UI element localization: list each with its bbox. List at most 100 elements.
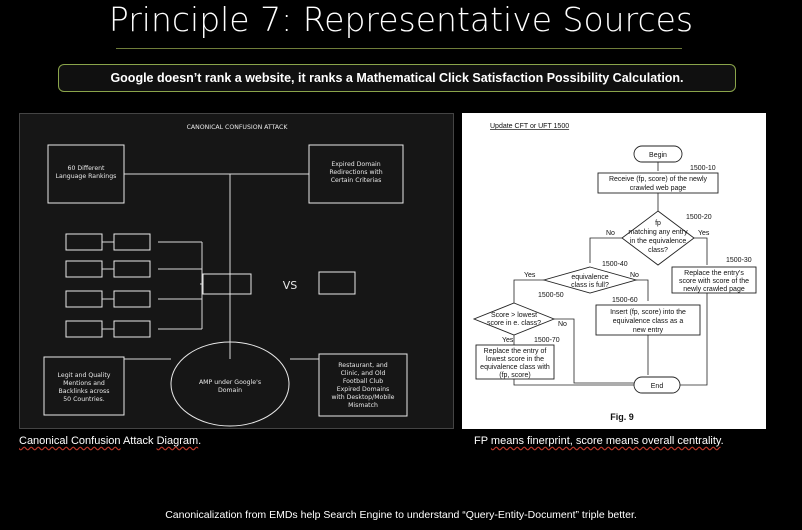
box-text: 50 Countries. (63, 396, 105, 403)
small-box (113, 260, 151, 278)
step-label: 1500-50 (538, 292, 564, 299)
footer-note: Canonicalization from EMDs help Search E… (165, 509, 637, 521)
step-label: 1500-30 (726, 257, 752, 264)
decision-text: matching any entry (628, 229, 688, 236)
box-text: Receive (fp, score) of the newly (609, 176, 708, 183)
replace-lowest-box (475, 344, 555, 380)
box-text: equivalence class with (480, 364, 550, 371)
small-box (113, 290, 151, 308)
begin-label: Begin (649, 152, 667, 159)
caption-part: Diagram (156, 435, 199, 447)
end-label: End (651, 383, 664, 390)
small-box (65, 260, 103, 278)
diagram-canvas: CANONICAL CONFUSION ATTACK 60 Different … (43, 124, 408, 427)
flow-line (513, 379, 634, 386)
circle-text: Domain (218, 387, 242, 394)
box-text: Clinic, and Old (341, 370, 386, 377)
box-text: score with score of the (679, 278, 749, 285)
small-box (65, 233, 103, 251)
decision-text: fp (655, 220, 661, 227)
insert-box (595, 304, 701, 336)
expired-domains-box (318, 353, 408, 417)
box-text: Expired Domains (337, 386, 390, 393)
decision-text: in the equivalence (630, 238, 687, 245)
box-text: crawled web page (630, 185, 687, 192)
receive-box (597, 172, 719, 194)
flow-line (554, 318, 634, 384)
box-text: Legit and Quality (58, 372, 111, 379)
right-small-box (318, 271, 356, 295)
box-text: Backlinks across (59, 388, 110, 395)
step-label: 1500-60 (612, 297, 638, 304)
caption-part: . (720, 435, 724, 447)
decision-text: Score > lowest (491, 312, 537, 319)
flowchart-header: Update CFT or UFT 1500 (490, 123, 569, 130)
flow-line (589, 237, 622, 263)
caption-part: Attack (120, 435, 157, 447)
box-text: Mismatch (348, 402, 378, 409)
box-text: with Desktop/Mobile (332, 394, 395, 401)
caption-part: Canonical Confusion (19, 435, 121, 447)
decision-text: equivalence (571, 274, 608, 281)
step-label: 1500-40 (602, 261, 628, 268)
flow-line (636, 279, 649, 301)
box-text: Expired Domain (331, 161, 380, 168)
small-box (65, 290, 103, 308)
expired-domain-box (308, 144, 404, 204)
title-divider (116, 48, 682, 49)
step-label: 1500-70 (534, 337, 560, 344)
box-text: Mentions and (63, 380, 105, 387)
backlinks-box (43, 356, 125, 416)
box-text: Football Club (343, 378, 383, 385)
vs-label: VS (283, 279, 298, 292)
flowchart-figure: Update CFT or UFT 1500 Begin 1500-10 Rec… (462, 113, 766, 429)
decision-text: score in e. class? (487, 320, 541, 327)
box-text: (fp, score) (499, 372, 531, 379)
begin-terminal (633, 145, 683, 163)
slide-title: Principle 7: Representative Sources (108, 0, 694, 39)
language-rankings-box (47, 144, 125, 204)
amp-circle (170, 341, 290, 427)
box-text: equivalence class as a (613, 318, 684, 325)
figure-label: Fig. 9 (610, 412, 634, 422)
flow-line (680, 293, 708, 386)
center-box (202, 273, 252, 295)
yes-label: Yes (698, 230, 710, 237)
box-text: Language Rankings (56, 173, 117, 180)
box-text: lowest score in the (486, 356, 544, 363)
step-label: 1500-20 (686, 214, 712, 221)
match-decision (621, 210, 695, 266)
no-label: No (606, 230, 615, 237)
box-text: Restaurant, and (338, 362, 388, 369)
yes-label: Yes (502, 337, 514, 344)
banner: Google doesn’t rank a website, it ranks … (58, 64, 736, 92)
box-text: Certain Criterias (331, 177, 382, 184)
diagram-title: CANONICAL CONFUSION ATTACK (187, 124, 289, 131)
caption-part: means finerprint, score means overall ce… (490, 435, 721, 447)
step-label: 1500-10 (690, 165, 716, 172)
left-caption: Canonical Confusion Attack Diagram. (19, 435, 201, 447)
caption-part: FP (474, 435, 491, 447)
small-box (113, 233, 151, 251)
box-text: new entry (633, 327, 664, 334)
flow-line (694, 237, 708, 265)
right-caption: FP means finerprint, score means overall… (474, 435, 724, 447)
circle-text: AMP under Google's (199, 379, 261, 386)
small-box (113, 320, 151, 338)
box-text: 60 Different (68, 165, 106, 172)
decision-text: class is full? (571, 282, 609, 289)
yes-label: Yes (524, 272, 536, 279)
flow-line (513, 279, 544, 303)
full-decision (542, 266, 638, 294)
small-box (65, 320, 103, 338)
flowchart-canvas: Update CFT or UFT 1500 Begin 1500-10 Rec… (472, 123, 757, 422)
box-text: Replace the entry of (484, 348, 547, 355)
no-label: No (630, 272, 639, 279)
box-text: newly crawled page (683, 286, 745, 293)
score-decision (472, 302, 556, 336)
end-terminal (633, 376, 681, 394)
box-text: Redirections with (329, 169, 382, 176)
box-text: Insert (fp, score) into the (610, 309, 686, 316)
replace-entry-box (671, 266, 757, 294)
decision-text: class? (648, 247, 668, 254)
